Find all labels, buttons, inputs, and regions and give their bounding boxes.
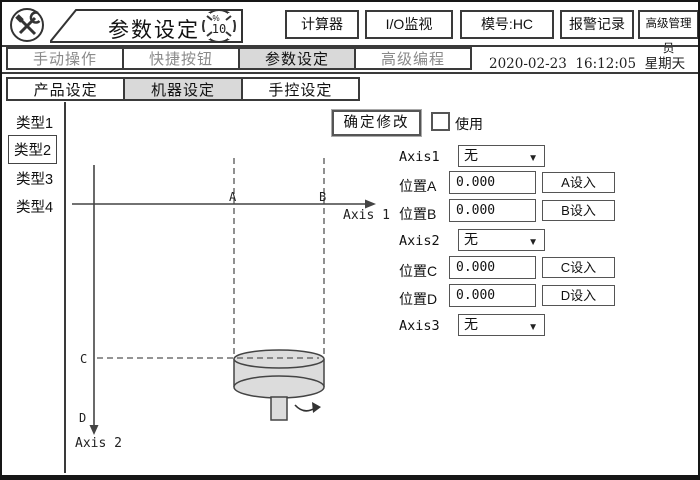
io-monitor-button[interactable]: I/O监视 bbox=[365, 10, 453, 39]
tab-parameter-setting[interactable]: 参数设定 bbox=[240, 49, 356, 68]
gauge-value: 10 bbox=[212, 22, 226, 36]
datetime-text: 2020-02-23 16:12:05 星期天 bbox=[489, 56, 686, 72]
position-c-input[interactable] bbox=[449, 256, 536, 279]
dropdown-arrow-icon: ▼ bbox=[528, 153, 538, 164]
marker-d: D bbox=[79, 411, 86, 425]
sidebar-item-type3[interactable]: 类型3 bbox=[16, 172, 54, 188]
main-tab-bar: 手动操作 快捷按钮 参数设定 高级编程 bbox=[6, 47, 472, 70]
sidebar-divider bbox=[64, 102, 66, 473]
a-set-button[interactable]: A设入 bbox=[542, 172, 615, 193]
section-divider bbox=[2, 72, 698, 74]
axis1-select-label: Axis1 bbox=[399, 149, 440, 165]
axis1-label: Axis 1 bbox=[343, 208, 390, 223]
platen-stem bbox=[270, 396, 288, 421]
header-bar: 参数设定 % 10 计算器 I/O监视 模号:HC 报警记录 高级管理员 bbox=[2, 2, 698, 55]
c-set-button[interactable]: C设入 bbox=[542, 257, 615, 278]
position-b-input[interactable] bbox=[449, 199, 536, 222]
sidebar-item-type4[interactable]: 类型4 bbox=[16, 200, 54, 216]
tab-manual-control-setting[interactable]: 手控设定 bbox=[268, 81, 333, 99]
axis1-dropdown-value: 无 bbox=[464, 147, 478, 163]
position-b-label: 位置B bbox=[399, 206, 437, 222]
tab-quick-buttons[interactable]: 快捷按钮 bbox=[124, 49, 240, 68]
rotation-arrow-icon bbox=[294, 402, 321, 413]
position-c-label: 位置C bbox=[399, 263, 438, 279]
axis2-dropdown[interactable]: 无 ▼ bbox=[458, 229, 545, 251]
calculator-button[interactable]: 计算器 bbox=[285, 10, 359, 39]
axis1-dropdown[interactable]: 无 ▼ bbox=[458, 145, 545, 167]
axis2-select-label: Axis2 bbox=[399, 233, 440, 249]
axis1-arrow-icon bbox=[365, 199, 376, 209]
marker-a: A bbox=[229, 190, 237, 204]
alarm-log-button[interactable]: 报警记录 bbox=[560, 10, 634, 39]
axis2-label: Axis 2 bbox=[75, 436, 122, 451]
axis3-dropdown[interactable]: 无 ▼ bbox=[458, 314, 545, 336]
axis-diagram: Axis 1 Axis 2 A B C D bbox=[72, 158, 390, 451]
tab-manual-operation[interactable]: 手动操作 bbox=[8, 49, 124, 68]
marker-b: B bbox=[319, 190, 326, 204]
axis2-arrow-icon bbox=[89, 425, 99, 435]
tools-icon bbox=[10, 8, 44, 42]
sidebar-item-type2[interactable]: 类型2 bbox=[8, 135, 58, 164]
use-checkbox[interactable] bbox=[431, 112, 450, 131]
marker-c: C bbox=[80, 352, 87, 366]
axis2-dropdown-value: 无 bbox=[464, 231, 478, 247]
d-set-button[interactable]: D设入 bbox=[542, 285, 615, 306]
tab-machine-setting[interactable]: 机器设定 bbox=[125, 79, 243, 99]
position-d-input[interactable] bbox=[449, 284, 536, 307]
sub-tab-bar: 产品设定 机器设定 手控设定 bbox=[6, 77, 360, 101]
sidebar-item-type1[interactable]: 类型1 bbox=[16, 116, 54, 132]
header-divider bbox=[2, 45, 698, 47]
tab-product-setting[interactable]: 产品设定 bbox=[8, 79, 126, 99]
dropdown-arrow-icon: ▼ bbox=[528, 322, 538, 333]
gauge-icon: % 10 bbox=[202, 9, 236, 43]
b-set-button[interactable]: B设入 bbox=[542, 200, 615, 221]
gauge-percent: % bbox=[212, 14, 219, 23]
user-level-button[interactable]: 高级管理员 bbox=[638, 10, 698, 55]
platen-sketch bbox=[233, 349, 325, 421]
confirm-modify-button[interactable]: 确定修改 bbox=[332, 110, 421, 136]
dropdown-arrow-icon: ▼ bbox=[528, 237, 538, 248]
model-code-button[interactable]: 模号:HC bbox=[460, 10, 554, 39]
position-a-label: 位置A bbox=[399, 178, 437, 194]
axis3-dropdown-value: 无 bbox=[464, 316, 478, 332]
page-title: 参数设定 bbox=[108, 19, 200, 42]
position-a-input[interactable] bbox=[449, 171, 536, 194]
position-d-label: 位置D bbox=[399, 291, 438, 307]
use-label: 使用 bbox=[455, 116, 483, 132]
axis3-select-label: Axis3 bbox=[399, 318, 440, 334]
title-banner bbox=[50, 9, 243, 43]
tab-advanced-programming[interactable]: 高级编程 bbox=[380, 51, 445, 68]
